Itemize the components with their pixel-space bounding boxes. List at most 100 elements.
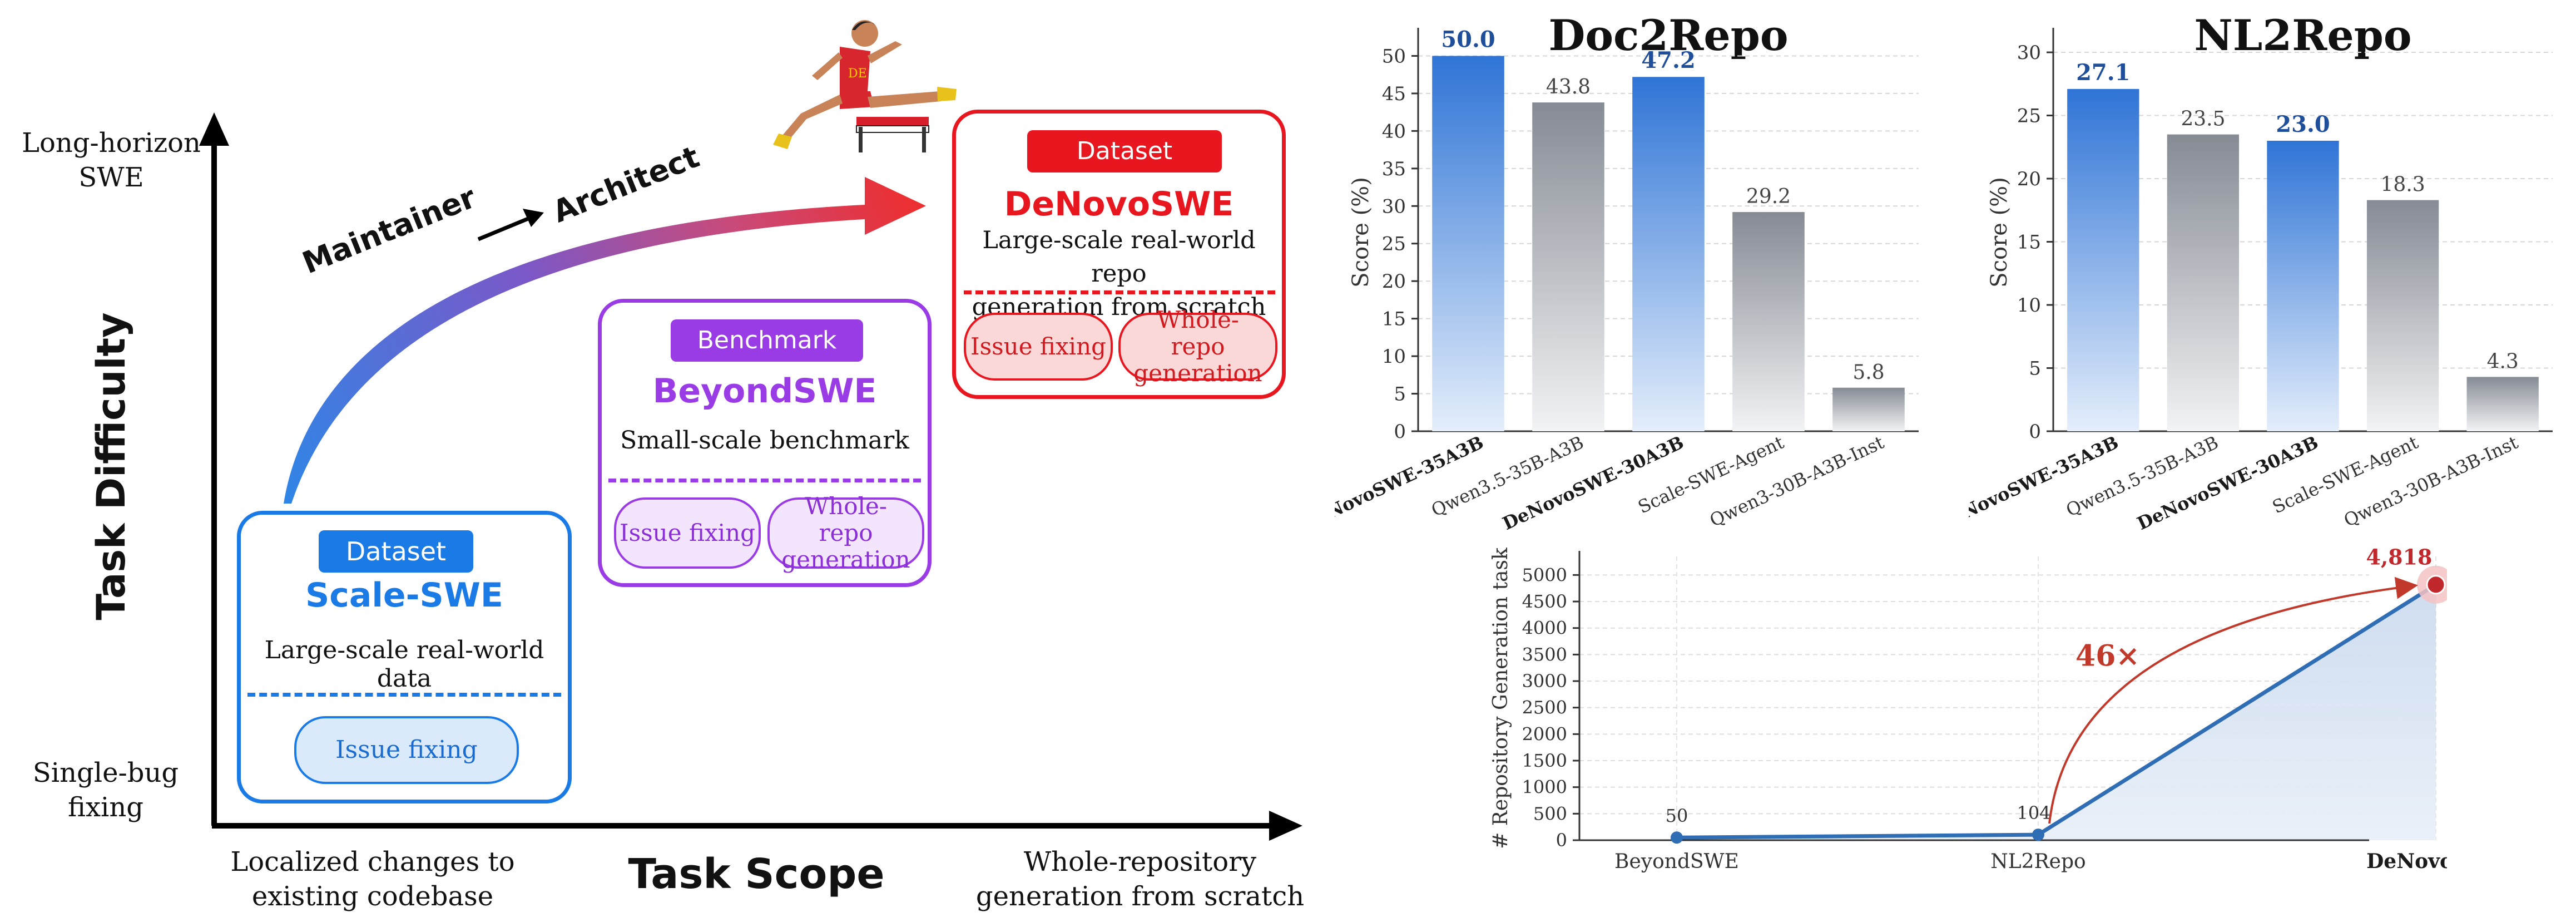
bar (2366, 200, 2439, 431)
area-fill (1677, 584, 2436, 840)
data-label: 4,818 (2366, 545, 2433, 570)
y-axis-label: # Repository Generation task (1489, 547, 1512, 849)
progression-arrow (284, 177, 926, 504)
y-tick-label: 3500 (1522, 644, 1567, 665)
x-tick-label: Qwen3-30B-A3B-Inst (1706, 432, 1887, 531)
bar (1532, 102, 1604, 431)
data-label: 29.2 (1746, 185, 1791, 208)
x-tick-label: DeNovoSWE-35A3B (1335, 432, 1487, 534)
bar (1432, 56, 1504, 432)
card-subtitle: Large-scale real-world repo generation f… (972, 226, 1266, 321)
card-divider (964, 290, 1275, 294)
y-tick-label: 45 (1382, 83, 1406, 105)
y-tick-label: 15 (2017, 231, 2041, 254)
y-tick-label: 15 (1382, 308, 1406, 331)
y-tick-label: 5000 (1522, 564, 1567, 585)
x-tick-label: DeNovoSWE (2366, 850, 2447, 873)
hurdling-runner-icon: DE (773, 20, 957, 152)
card-subtitle: Small-scale benchmark (620, 426, 909, 455)
y-tick-label: 30 (2017, 42, 2041, 64)
y-tick-label: 4000 (1522, 618, 1567, 639)
card-divider (247, 693, 561, 697)
card-tag: Dataset (319, 530, 473, 573)
data-point (2032, 829, 2044, 841)
y-tick-label: 5 (2029, 358, 2041, 380)
bar (2267, 140, 2339, 431)
y-tick-label: 20 (1382, 270, 1406, 293)
y-tick-label: 0 (2029, 421, 2041, 443)
card-tag: Dataset (1027, 130, 1222, 172)
x-tick-label: DeNovoSWE-30A3B (1499, 432, 1687, 534)
y-tick-label: 50 (1382, 45, 1406, 67)
data-point (1671, 831, 1683, 844)
y-axis-label: Score (%) (1348, 177, 1374, 288)
capability-pill-issue-fixing: Issue fixing (964, 313, 1113, 381)
x-tick-label: Qwen3-30B-A3B-Inst (2341, 432, 2521, 531)
x-axis-title: Task Scope (628, 850, 885, 898)
y-tick-label: 20 (2017, 168, 2041, 190)
y-tick-label: 40 (1382, 120, 1406, 142)
x-tick-label: NL2Repo (1990, 850, 2085, 873)
bar (1832, 387, 1905, 431)
y-tick-label: 3000 (1522, 671, 1567, 692)
capability-pill-whole-repo: Whole-repo generation (767, 492, 924, 573)
data-label: 4.3 (2487, 350, 2519, 373)
card-title: BeyondSWE (652, 372, 877, 411)
y-axis-arrowhead (199, 112, 229, 146)
y-tick-label: 10 (1382, 346, 1406, 368)
y-tick-label: 10 (2017, 294, 2041, 317)
y-axis-label: Score (%) (1987, 177, 2012, 288)
growth-annotation: 46× (2075, 639, 2140, 673)
x-tick-label: DeNovoSWE-35A3B (1969, 432, 2122, 534)
card-title: DeNovoSWE (1004, 185, 1234, 224)
data-label: 43.8 (1546, 76, 1591, 98)
capability-pill-whole-repo: Whole-repo generation (1118, 306, 1277, 387)
card-denovoswe: Dataset DeNovoSWE Large-scale real-world… (952, 110, 1286, 399)
y-tick-label: 0 (1394, 421, 1406, 443)
card-title: Scale-SWE (305, 576, 503, 615)
capability-pill-issue-fixing: Issue fixing (294, 716, 519, 784)
svg-text:DE: DE (848, 67, 867, 81)
y-tick-label: 1000 (1522, 777, 1567, 798)
y-tick-label: 2000 (1522, 723, 1567, 745)
capability-pill-issue-fixing: Issue fixing (614, 497, 761, 569)
y-tick-label: 1500 (1522, 750, 1567, 771)
y-top-label: Long-horizon SWE (22, 127, 201, 193)
data-label: 27.1 (2076, 60, 2130, 86)
data-label: 50 (1666, 805, 1688, 826)
x-axis-arrowhead (1269, 811, 1302, 841)
y-tick-label: 500 (1533, 803, 1567, 824)
card-divider (608, 479, 921, 482)
y-tick-label: 5 (1394, 383, 1406, 406)
x-tick-label: DeNovoSWE-30A3B (2134, 432, 2321, 534)
diagram-graphics (199, 112, 1302, 841)
bar (2167, 134, 2240, 432)
y-tick-label: 4500 (1522, 591, 1567, 612)
x-right-label: Whole-repository generation from scratch (975, 846, 1305, 912)
y-tick-label: 30 (1382, 195, 1406, 218)
y-tick-label: 2500 (1522, 697, 1567, 718)
data-label: 50.0 (1441, 26, 1495, 52)
data-point (2426, 575, 2446, 595)
repo-generation-line-chart: 0500100015002000250030003500400045005000… (1489, 545, 2447, 873)
data-label: 18.3 (2381, 174, 2425, 196)
x-tick-label: BeyondSWE (1614, 850, 1739, 873)
data-label: 104 (2017, 802, 2050, 824)
growth-arrow (2048, 576, 2418, 824)
chart-title: Doc2Repo (1548, 11, 1788, 60)
y-tick-label: 25 (2017, 105, 2041, 127)
data-label: 23.5 (2181, 108, 2225, 131)
y-bottom-label: Single-bug fixing (32, 757, 179, 823)
card-beyondswe: Benchmark BeyondSWE Small-scale benchmar… (598, 299, 932, 587)
card-scale-swe: Dataset Scale-SWE Large-scale real-world… (237, 511, 572, 803)
data-label: 5.8 (1852, 361, 1884, 384)
maintainer-architect-arrow-line (477, 216, 531, 241)
y-tick-label: 35 (1382, 158, 1406, 180)
bar (2466, 377, 2539, 431)
y-tick-label: 25 (1382, 233, 1406, 255)
bar (1632, 77, 1705, 431)
data-label: 23.0 (2276, 111, 2330, 137)
card-subtitle: Large-scale real-world data (264, 636, 544, 693)
